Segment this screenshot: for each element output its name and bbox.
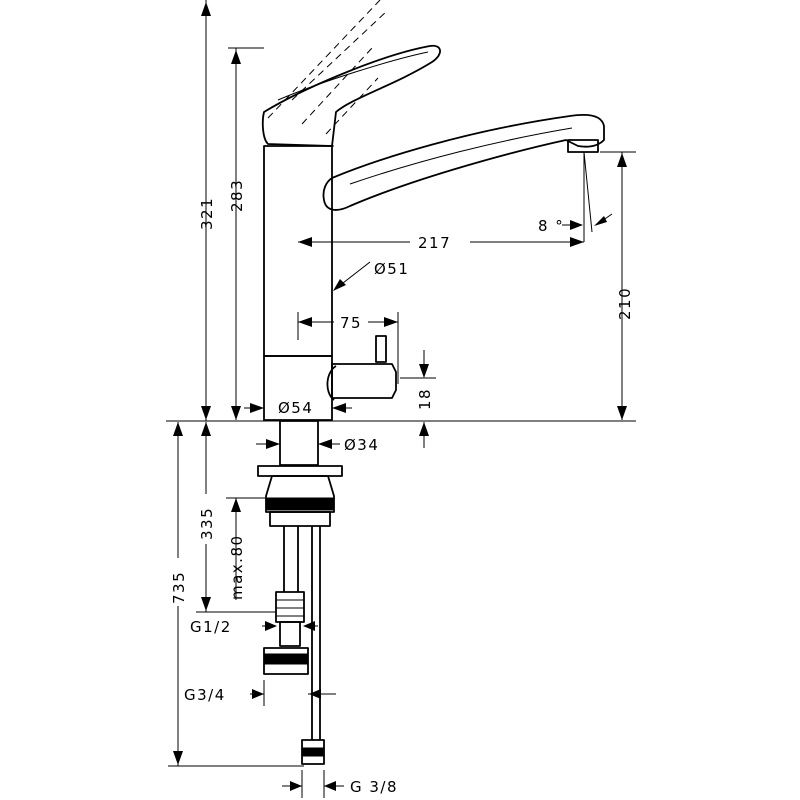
dimension-8-degree: 8 ° bbox=[538, 151, 613, 242]
side-valve bbox=[331, 363, 397, 399]
hose-left bbox=[283, 526, 299, 592]
dim-label-g12: G1/2 bbox=[190, 618, 232, 636]
shank bbox=[279, 420, 319, 466]
dim-label-max80: max.80 bbox=[228, 534, 246, 600]
hose-right bbox=[311, 526, 321, 740]
dim-label-d54: Ø54 bbox=[278, 399, 313, 417]
nut-thread bbox=[265, 497, 335, 511]
dim-label-210: 210 bbox=[616, 287, 634, 320]
dimension-75: 75 bbox=[297, 312, 399, 384]
dim-label-335: 335 bbox=[198, 507, 216, 540]
lever-handle-inner-line bbox=[277, 51, 429, 101]
dimension-d51: Ø51 bbox=[333, 260, 409, 291]
connector-g34-thread bbox=[263, 653, 309, 665]
spout-aerator bbox=[567, 139, 599, 153]
mounting-nut bbox=[265, 475, 335, 513]
dim-label-217: 217 bbox=[418, 234, 451, 252]
dimension-217: 217 bbox=[298, 232, 584, 252]
dimension-d54: Ø54 bbox=[244, 399, 352, 417]
side-valve-curve bbox=[326, 365, 337, 401]
lower-nut bbox=[269, 511, 331, 527]
dim-label-18: 18 bbox=[416, 388, 434, 410]
dim-label-283: 283 bbox=[228, 179, 246, 212]
dim-label-321: 321 bbox=[198, 197, 216, 230]
connector-g38-thread bbox=[301, 747, 325, 757]
lever-handle bbox=[261, 44, 441, 147]
dim-label-d34: Ø34 bbox=[344, 436, 379, 454]
dimension-g34: G3/4 bbox=[184, 680, 336, 706]
dimension-321: 321 bbox=[198, 0, 216, 421]
dimension-283: 283 bbox=[228, 47, 264, 420]
dimension-d34: Ø34 bbox=[256, 436, 379, 454]
dimension-g38: G 3/8 bbox=[282, 770, 398, 798]
dim-label-g38: G 3/8 bbox=[350, 778, 398, 796]
dimension-210: 210 bbox=[600, 151, 636, 420]
dimension-735: 735 bbox=[168, 422, 304, 767]
dimension-335: 335 bbox=[196, 422, 276, 613]
dim-label-75: 75 bbox=[340, 314, 362, 332]
connector-g12 bbox=[275, 591, 305, 623]
valve-knob bbox=[375, 335, 387, 363]
dim-label-8-degree: 8 ° bbox=[538, 217, 564, 235]
spout bbox=[322, 113, 605, 211]
dimension-18: 18 bbox=[400, 350, 436, 448]
dimension-max80: max.80 bbox=[226, 497, 276, 600]
dim-label-g34: G3/4 bbox=[184, 686, 226, 704]
mounting-plate bbox=[257, 465, 343, 477]
dim-label-735: 735 bbox=[170, 571, 188, 604]
spout-inner-line bbox=[349, 127, 573, 185]
hose-left-lower bbox=[279, 621, 301, 647]
dim-label-d51: Ø51 bbox=[374, 260, 409, 278]
dimension-g12: G1/2 bbox=[190, 618, 318, 636]
